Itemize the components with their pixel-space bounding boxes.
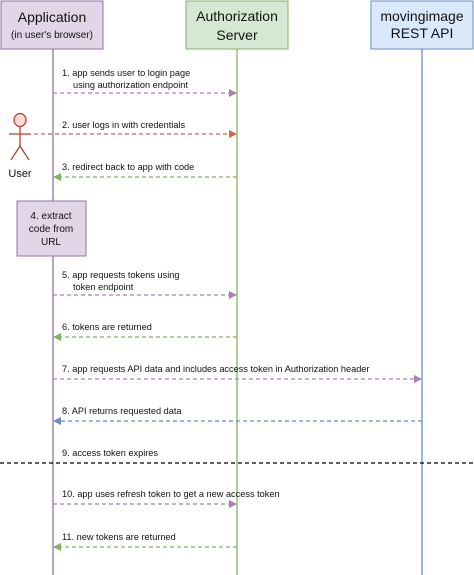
note-extract-code: 4. extract code from URL (16, 200, 87, 257)
message-9-label: 9. access token expires (62, 448, 158, 458)
message-7-label: 7. app requests API data and includes ac… (62, 364, 369, 374)
message-5-label-line2: token endpoint (73, 282, 134, 292)
participant-api-title-line1: movingimage (380, 8, 463, 24)
message-10-label: 10. app uses refresh token to get a new … (62, 489, 280, 499)
message-5-label-line1: 5. app requests tokens using (62, 270, 179, 280)
participant-authorization-server: Authorization Server (185, 0, 289, 50)
note-line2: code from (29, 224, 73, 235)
participant-auth-title-line2: Server (216, 27, 258, 43)
participant-application-title: Application (18, 9, 87, 25)
message-6-label: 6. tokens are returned (62, 322, 152, 332)
message-8-label: 8. API returns requested data (62, 406, 182, 416)
message-1-label-line2: using authorization endpoint (73, 80, 188, 90)
participant-auth-title-line1: Authorization (196, 8, 278, 24)
message-11-label: 11. new tokens are returned (62, 532, 176, 542)
message-1-label-line1: 1. app sends user to login page (62, 68, 190, 78)
participant-application-subtitle: (in user's browser) (11, 30, 93, 41)
participant-application: Application (in user's browser) (0, 0, 104, 50)
message-3-label: 3. redirect back to app with code (62, 162, 194, 172)
user-actor: User (8, 112, 32, 180)
note-line1: 4. extract (30, 211, 71, 222)
participant-rest-api: movingimage REST API (370, 0, 474, 50)
user-actor-label: User (8, 168, 32, 180)
participant-api-title-line2: REST API (391, 25, 454, 41)
message-2-label: 2. user logs in with credentials (62, 120, 185, 130)
note-line3: URL (41, 237, 61, 248)
person-icon (9, 112, 31, 161)
